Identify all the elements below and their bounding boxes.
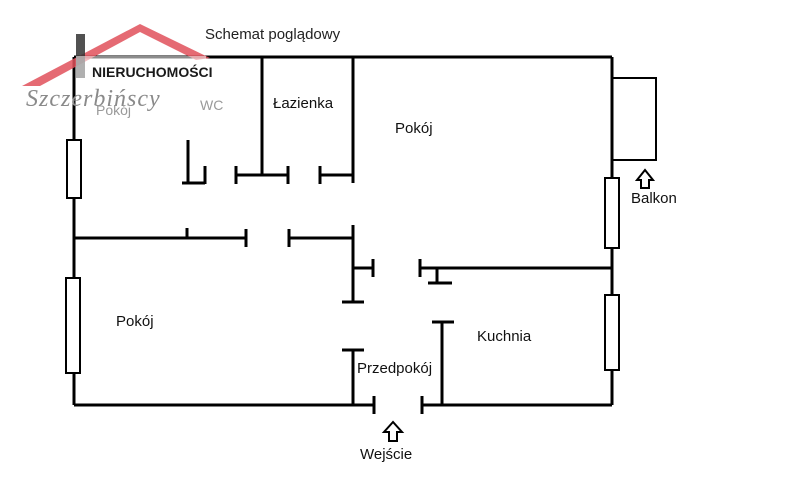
wejscie-arrow-icon [381,420,405,442]
logo-roof-icon [22,24,210,86]
room-label-pokoj-top-left: Pokój [96,102,132,118]
marker-balkon: Balkon [631,190,677,207]
plan-title: Schemat poglądowy [205,26,341,43]
logo-line2: Szczerbińscy [26,86,161,112]
windows [65,139,620,374]
balcony-outline [612,77,657,161]
marker-wejscie: Wejście [360,446,413,463]
window-balcony [604,177,620,249]
room-label-pokoj-top-right: Pokój [395,120,433,137]
room-label-przedpokoj: Przedpokój [357,360,433,377]
room-label-pokoj-bottom-left: Pokój [116,313,154,330]
room-label-kuchnia: Kuchnia [477,328,532,345]
balkon-arrow-icon [634,168,656,189]
window-left-top [66,139,82,199]
room-label-wc: WC [200,97,224,113]
room-label-lazienka: Łazienka [273,95,334,112]
window-kitchen [604,294,620,371]
logo-line1: NIERUCHOMOŚCI [92,64,213,80]
window-left-bottom [65,277,81,374]
door-jambs [203,166,424,414]
